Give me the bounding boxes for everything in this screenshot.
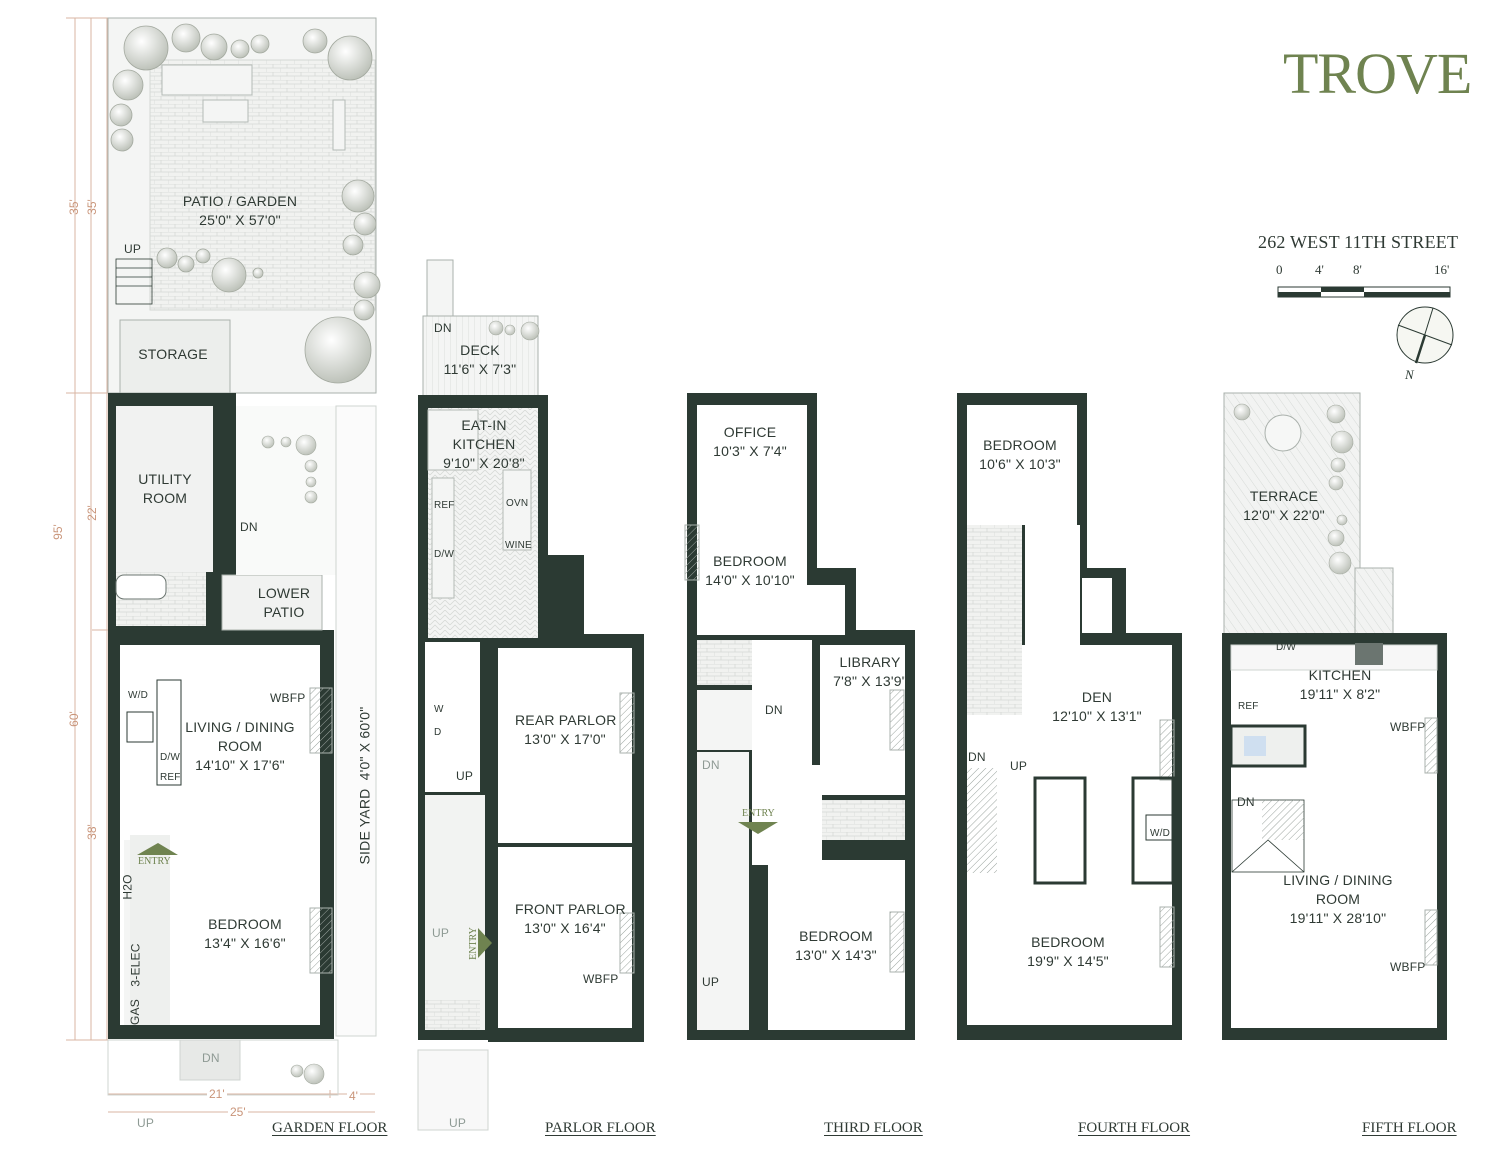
room-terrace: TERRACE 12'0" X 22'0" <box>1243 488 1325 523</box>
scale-tick-0: 0 <box>1276 262 1283 277</box>
room-living-dining: LIVING / DINING ROOM 14'10" X 17'6" <box>185 719 295 773</box>
room-patio-garden: PATIO / GARDEN 25'0" X 57'0" <box>182 193 298 228</box>
fifth-dw: D/W <box>1276 642 1297 653</box>
third-entry-marker: ENTRY <box>742 808 775 819</box>
dim-38: 38' <box>84 824 99 840</box>
garden-dw: D/W <box>160 752 181 763</box>
dim-95: 95' <box>50 524 65 540</box>
third-dn-lower: DN <box>702 758 720 772</box>
fifth-ref: REF <box>1238 701 1259 712</box>
dim-35-outer: 35' <box>66 199 81 215</box>
garden-front-up: UP <box>137 1116 155 1130</box>
parlor-front-up: UP <box>449 1116 467 1130</box>
parlor-wine: WINE <box>505 540 532 551</box>
room-living-dining-fifth: LIVING / DINING ROOM 19'11" X 28'10" <box>1283 872 1393 926</box>
scale-tick-4: 4' <box>1315 262 1324 277</box>
room-bedroom-third-front: BEDROOM 13'0" X 14'3" <box>795 928 877 963</box>
compass-north-label: N <box>1405 367 1414 382</box>
garden-wbfp: WBFP <box>270 691 306 705</box>
parlor-up-rear: UP <box>456 769 474 783</box>
room-rear-parlor: REAR PARLOR 13'0" X 17'0" <box>515 712 617 747</box>
scale-tick-8: 8' <box>1353 262 1362 277</box>
room-office: OFFICE 10'3" X 7'4" <box>713 424 787 459</box>
garden-entry-marker: ENTRY <box>138 856 171 867</box>
garden-front-dn: DN <box>202 1051 220 1065</box>
parlor-w: W <box>434 704 444 715</box>
room-front-parlor: FRONT PARLOR 13'0" X 16'4" <box>515 901 626 936</box>
fourth-wd: W/D <box>1150 828 1171 839</box>
floor-title-garden: GARDEN FLOOR <box>272 1120 388 1136</box>
side-yard-label: SIDE YARD 4'0" X 60'0" <box>356 706 373 865</box>
room-lower-patio: LOWER PATIO <box>257 585 311 620</box>
dim-60: 60' <box>66 711 81 727</box>
room-kitchen-fifth: KITCHEN 19'11" X 8'2" <box>1299 667 1381 702</box>
third-up: UP <box>702 975 720 989</box>
gas-label: GAS <box>127 999 142 1025</box>
room-deck: DECK 11'6" X 7'3" <box>443 342 517 377</box>
fifth-dn: DN <box>1237 795 1255 809</box>
brand-logo: TROVE <box>1283 41 1472 106</box>
elec-label: 3-ELEC <box>128 943 143 987</box>
property-address: 262 WEST 11TH STREET <box>1258 232 1459 252</box>
fourth-dn: DN <box>968 750 986 764</box>
garden-ref: REF <box>160 772 181 783</box>
fifth-wbfp-rear: WBFP <box>1390 720 1426 734</box>
dim-4: 4' <box>347 1089 360 1103</box>
room-utility: UTILITY ROOM <box>138 471 192 506</box>
fourth-up: UP <box>1010 759 1028 773</box>
third-dn-upper: DN <box>765 703 783 717</box>
dim-35-inner: 35' <box>84 199 99 215</box>
parlor-ovn: OVN <box>506 498 529 509</box>
parlor-d: D <box>434 727 442 738</box>
parlor-up-hall: UP <box>432 926 450 940</box>
fifth-wbfp-front: WBFP <box>1390 960 1426 974</box>
garden-wd: W/D <box>128 690 149 701</box>
h2o-label: H2O <box>120 874 135 900</box>
garden-dn-label: DN <box>240 520 258 534</box>
room-bedroom-garden: BEDROOM 13'4" X 16'6" <box>204 916 286 951</box>
garden-up-label: UP <box>124 242 142 256</box>
floor-title-fourth: FOURTH FLOOR <box>1078 1120 1191 1136</box>
room-library: LIBRARY 7'8" X 13'9" <box>833 654 907 689</box>
parlor-deck-dn: DN <box>434 321 452 335</box>
parlor-wbfp: WBFP <box>583 972 619 986</box>
room-storage: STORAGE <box>138 346 208 362</box>
floor-title-fifth: FIFTH FLOOR <box>1362 1120 1457 1136</box>
parlor-entry-marker: ENTRY <box>467 927 479 960</box>
room-bedroom-fourth-rear: BEDROOM 10'6" X 10'3" <box>979 437 1061 472</box>
room-den: DEN 12'10" X 13'1" <box>1052 689 1142 724</box>
dim-21: 21' <box>207 1087 227 1101</box>
floor-title-third: THIRD FLOOR <box>824 1120 923 1136</box>
room-eat-in-kitchen: EAT-IN KITCHEN 9'10" X 20'8" <box>443 417 525 471</box>
scale-tick-16: 16' <box>1434 262 1450 277</box>
dim-22: 22' <box>84 505 99 521</box>
floor-title-parlor: PARLOR FLOOR <box>545 1120 656 1136</box>
parlor-ref: REF <box>434 500 455 511</box>
parlor-dw: D/W <box>434 549 455 560</box>
room-bedroom-fourth-front: BEDROOM 19'9" X 14'5" <box>1027 934 1109 969</box>
dim-25: 25' <box>228 1105 248 1119</box>
room-bedroom-third-rear: BEDROOM 14'0" X 10'10" <box>705 553 795 588</box>
